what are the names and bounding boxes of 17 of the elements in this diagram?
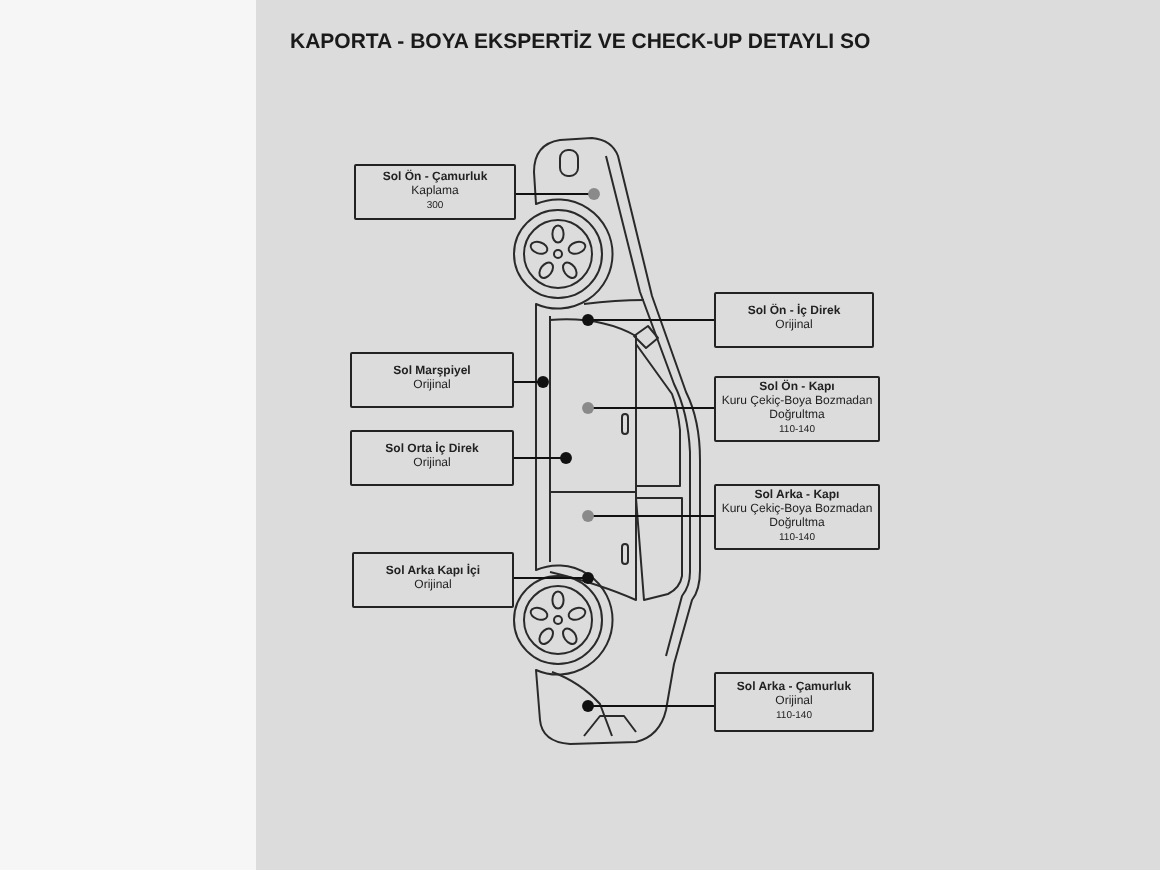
leader-line: [582, 700, 715, 712]
leader-line: [582, 314, 715, 326]
callout-box: [350, 352, 514, 408]
callout-box: [714, 484, 880, 550]
leader-line: [582, 402, 715, 414]
callout-box: [714, 672, 874, 732]
leader-line: [515, 188, 600, 200]
callout-box: [354, 164, 516, 220]
callout-box: [714, 292, 874, 348]
page-title: KAPORTA - BOYA EKSPERTİZ VE CHECK-UP DETAYLI SO: [290, 30, 871, 54]
callout-box: [350, 430, 514, 486]
callout-box: [714, 376, 880, 442]
leader-line: [513, 452, 572, 464]
leader-line: [513, 376, 549, 388]
leader-line: [582, 510, 715, 522]
callout-box: [352, 552, 514, 608]
leader-line: [513, 572, 594, 584]
